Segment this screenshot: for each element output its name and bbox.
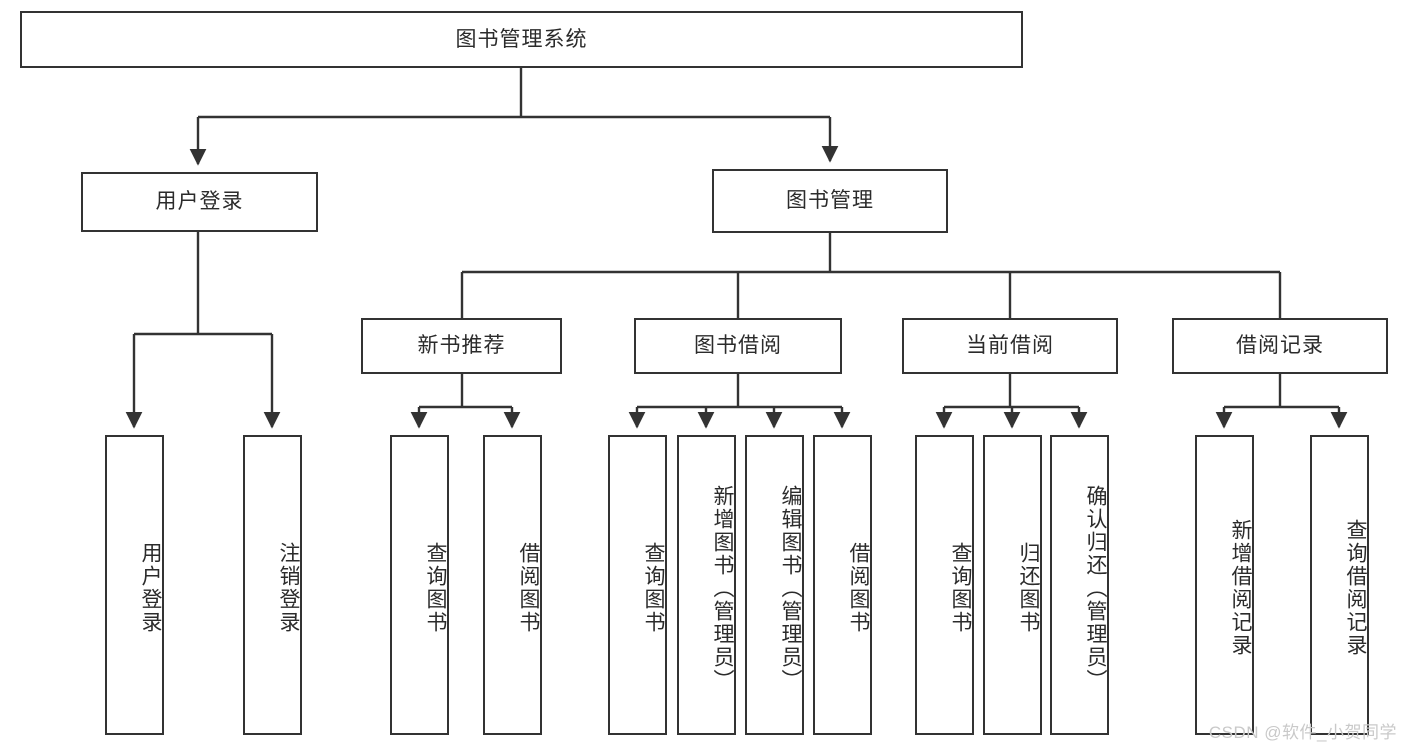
node-label: 注销登录 <box>277 542 300 634</box>
leaf-logout[interactable]: 注销登录 <box>243 435 302 735</box>
node-borrow-record[interactable]: 借阅记录 <box>1172 318 1388 374</box>
node-label: 新增借阅记录 <box>1229 519 1252 657</box>
node-book-management[interactable]: 图书管理 <box>712 169 948 233</box>
leaf-user-login[interactable]: 用户登录 <box>105 435 164 735</box>
node-label: 借阅记录 <box>1236 334 1324 358</box>
node-book-borrow[interactable]: 图书借阅 <box>634 318 842 374</box>
leaf-return-book[interactable]: 归还图书 <box>983 435 1042 735</box>
leaf-query-book-current[interactable]: 查询图书 <box>915 435 974 735</box>
node-label: 借阅图书 <box>847 542 870 634</box>
leaf-edit-book-admin[interactable]: 编辑图书（管理员） <box>745 435 804 735</box>
leaf-borrow-book[interactable]: 借阅图书 <box>813 435 872 735</box>
node-label: 图书管理 <box>786 189 874 213</box>
leaf-add-book-admin[interactable]: 新增图书（管理员） <box>677 435 736 735</box>
leaf-query-book-borrow[interactable]: 查询图书 <box>608 435 667 735</box>
leaf-add-borrow-record[interactable]: 新增借阅记录 <box>1195 435 1254 735</box>
node-label: 当前借阅 <box>966 334 1054 358</box>
node-label: 查询图书 <box>424 542 447 634</box>
leaf-query-borrow-record[interactable]: 查询借阅记录 <box>1310 435 1369 735</box>
leaf-borrow-book-new[interactable]: 借阅图书 <box>483 435 542 735</box>
node-label: 归还图书 <box>1017 542 1040 634</box>
node-label: 确认归还（管理员） <box>1084 484 1107 692</box>
node-label: 图书管理系统 <box>455 27 588 51</box>
node-label: 查询借阅记录 <box>1344 519 1367 657</box>
node-label: 用户登录 <box>139 542 162 634</box>
node-new-book-recommend[interactable]: 新书推荐 <box>361 318 562 374</box>
node-label: 图书借阅 <box>694 334 782 358</box>
node-label: 查询图书 <box>949 542 972 634</box>
node-user-login[interactable]: 用户登录 <box>81 172 318 232</box>
node-label: 查询图书 <box>642 542 665 634</box>
node-label: 新书推荐 <box>417 334 506 358</box>
node-root-book-management-system[interactable]: 图书管理系统 <box>20 11 1023 68</box>
leaf-confirm-return-admin[interactable]: 确认归还（管理员） <box>1050 435 1109 735</box>
node-label: 新增图书（管理员） <box>711 484 734 692</box>
node-label: 用户登录 <box>155 190 244 214</box>
node-label: 编辑图书（管理员） <box>779 484 802 692</box>
node-label: 借阅图书 <box>517 542 540 634</box>
node-current-borrow[interactable]: 当前借阅 <box>902 318 1118 374</box>
leaf-query-book-new[interactable]: 查询图书 <box>390 435 449 735</box>
